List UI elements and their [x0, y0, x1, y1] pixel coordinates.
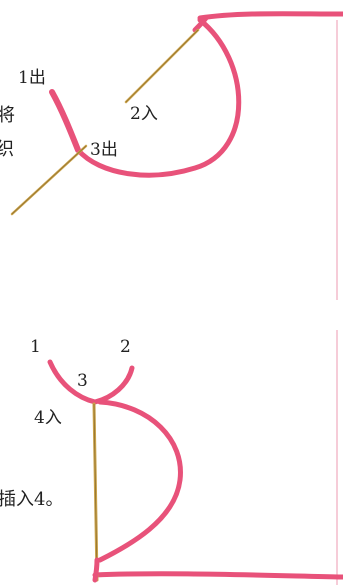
thread-top-eye	[192, 15, 209, 33]
needle-bottom-shade	[93, 403, 98, 581]
label-bottom-4-in: 4入	[34, 408, 62, 428]
needle-top-right-shade	[125, 29, 199, 103]
cut-text-bottom: 插入4。	[0, 489, 64, 510]
cut-text-2: 织	[0, 139, 14, 160]
needle-top-left-shade	[11, 145, 87, 215]
label-bottom-1: 1	[30, 337, 41, 357]
thread-bottom-loop	[47, 359, 135, 405]
cut-text-1: 将	[0, 105, 15, 126]
thread-bottom-edge	[92, 571, 343, 580]
thread-bottom-eye	[92, 557, 100, 583]
label-2-in: 2入	[130, 104, 158, 124]
thread-top-loop	[75, 17, 242, 178]
label-1-out: 1出	[18, 68, 46, 88]
thread-top-tail	[49, 89, 81, 153]
thread-top-edge	[197, 11, 343, 21]
label-3-out: 3出	[90, 140, 118, 160]
thread-bottom-big-loop	[97, 399, 183, 563]
label-bottom-2: 2	[120, 337, 131, 357]
label-bottom-3: 3	[77, 371, 88, 391]
